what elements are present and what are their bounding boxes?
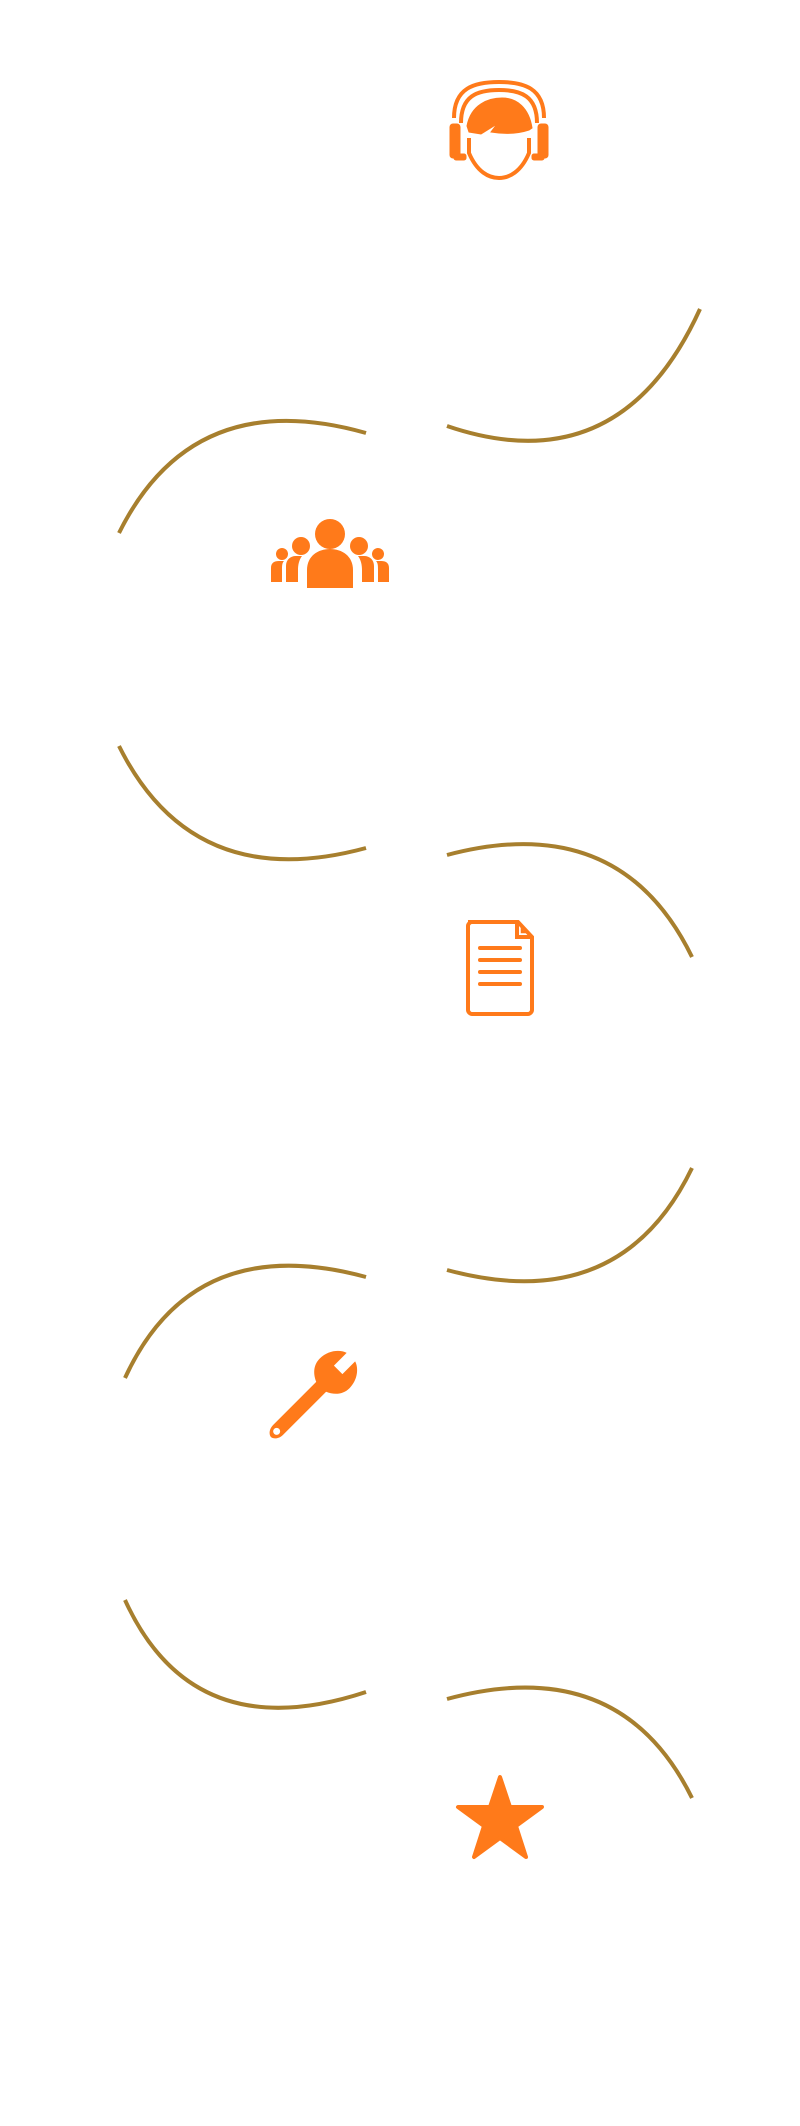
connector-arc-2b [446,842,694,958]
connector-arc-2a [117,745,367,862]
connector-arc-4b [446,1685,694,1799]
connector-arc-1b [117,419,367,534]
connector-arc-3a [446,1167,694,1284]
team-group-icon [271,519,389,588]
headset-support-icon [449,79,549,181]
document-icon [466,920,534,1016]
wrench-icon [269,1350,358,1439]
star-icon [456,1775,544,1859]
connector-arc-1a [446,308,702,443]
connector-arc-4a [123,1599,367,1710]
connector-arc-3b [123,1263,367,1379]
connector-arcs [117,308,702,1799]
